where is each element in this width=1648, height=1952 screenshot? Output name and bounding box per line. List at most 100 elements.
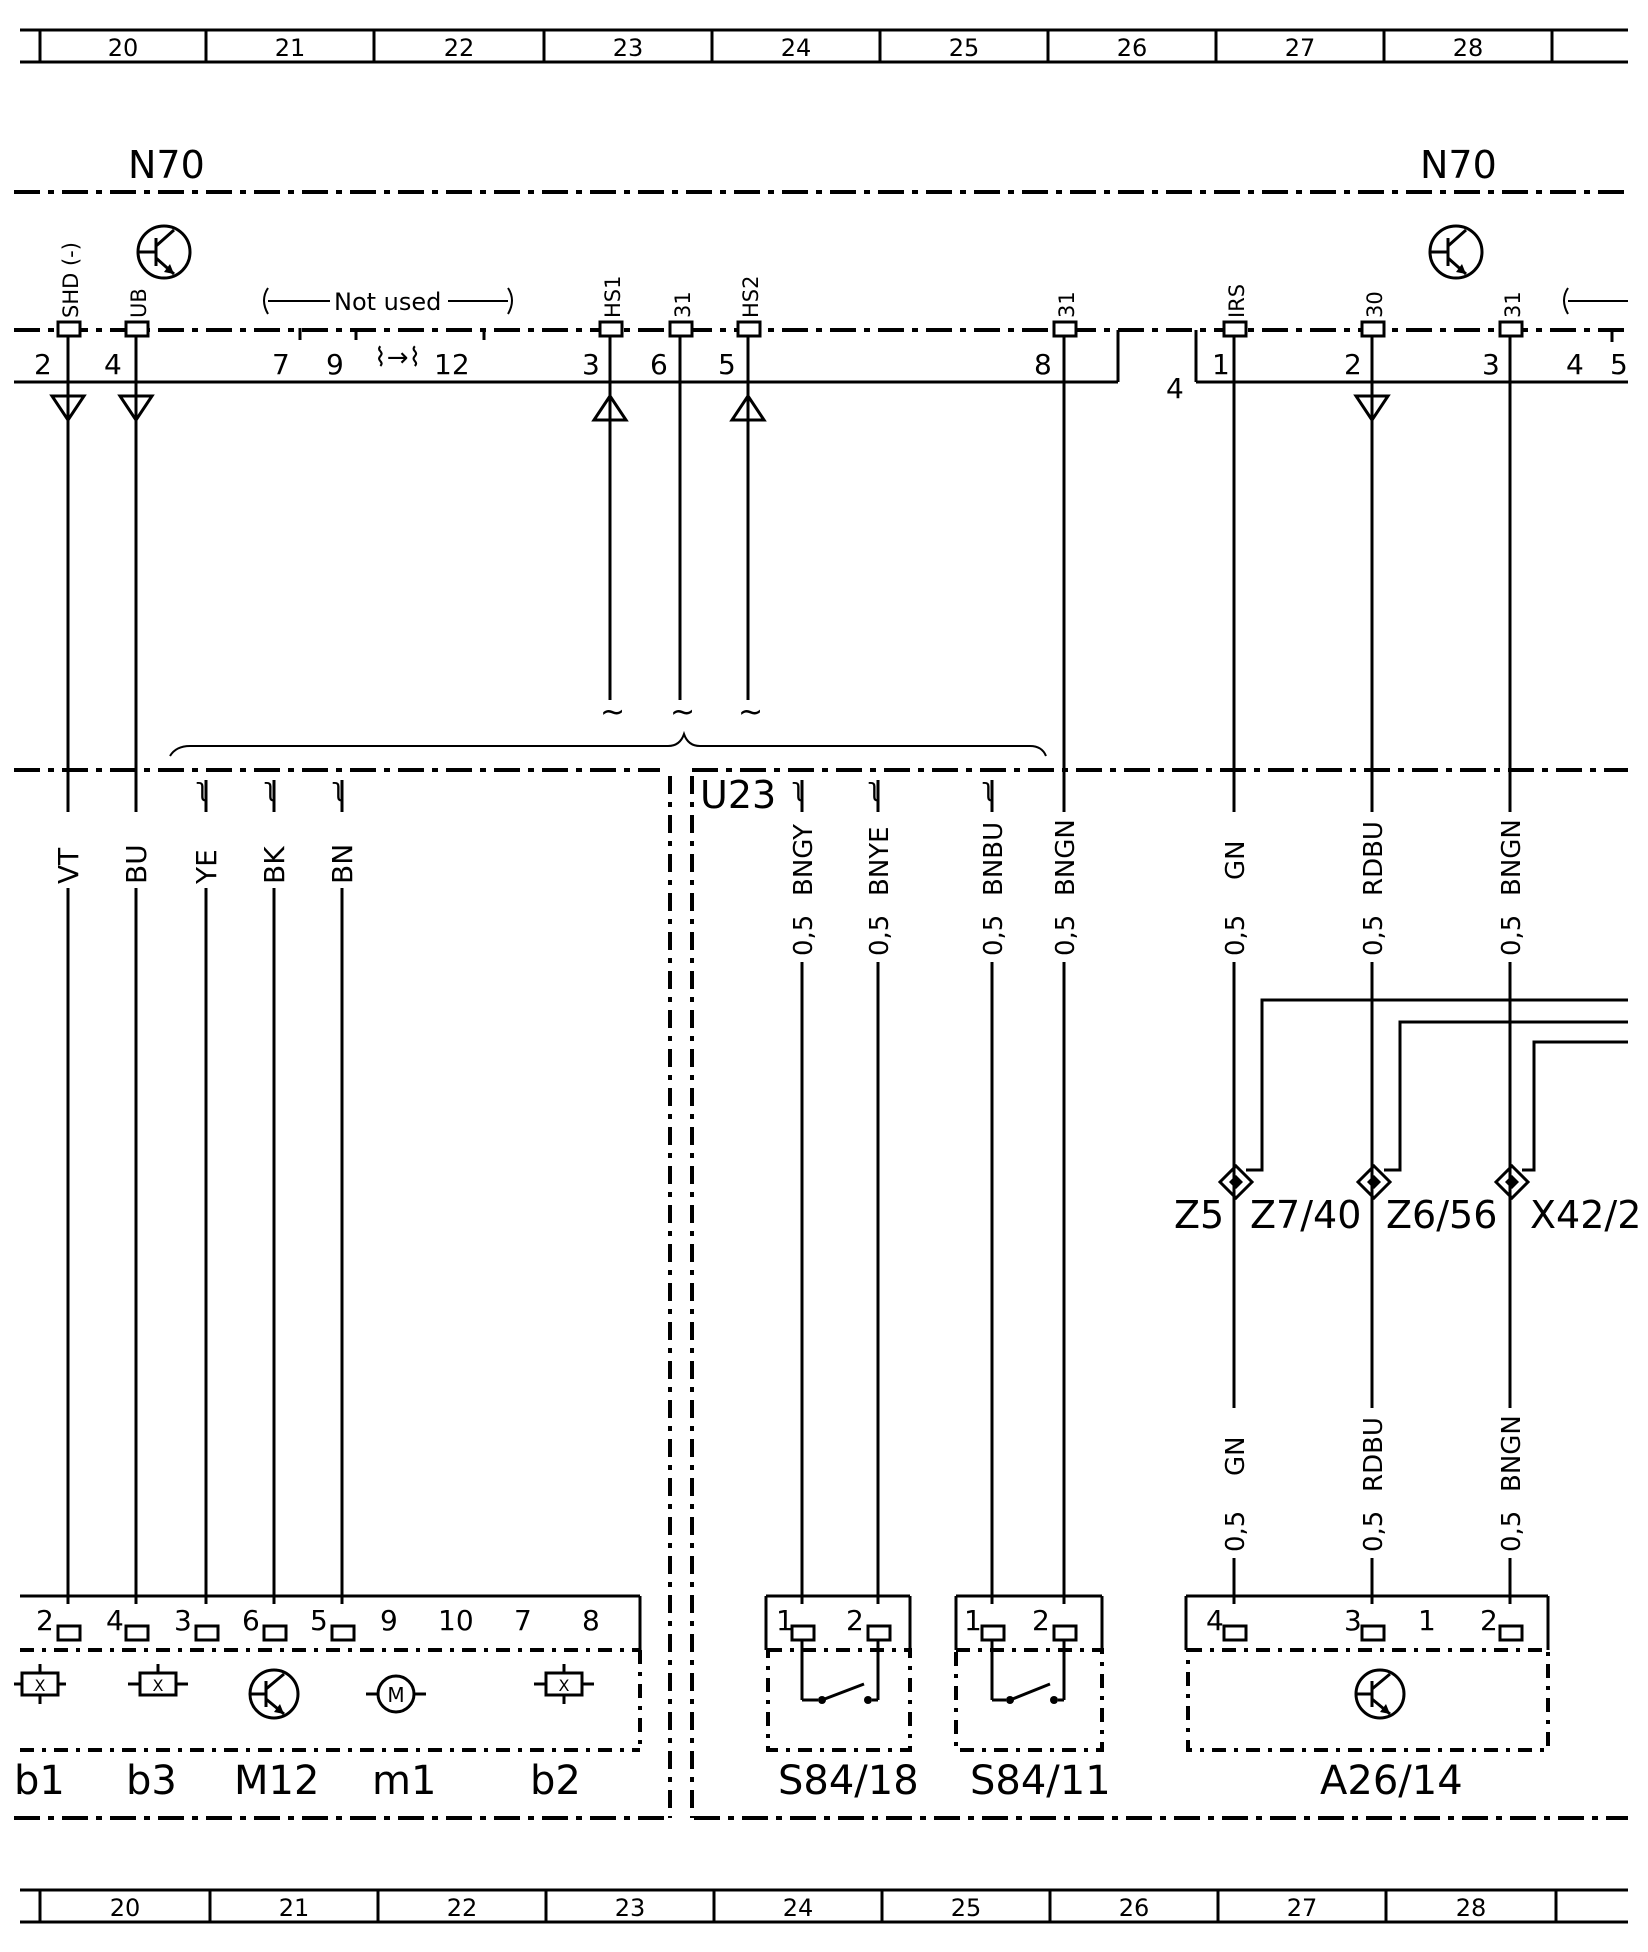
pin-terminal <box>56 320 82 338</box>
grid-col-label: 28 <box>1453 34 1484 62</box>
grid-col-label: 23 <box>613 34 644 62</box>
pin-swap-icon: ⌇→⌇ <box>374 343 421 373</box>
not-used-bracket: Not used <box>263 287 513 316</box>
component-label: A26/14 <box>1320 1758 1463 1804</box>
pin-number: 4 <box>1566 348 1584 381</box>
pin-number: 1 <box>776 1604 794 1637</box>
pin-number: 2 <box>1480 1604 1498 1637</box>
wire-code: GN <box>1221 840 1251 880</box>
motor-icon: M <box>366 1674 426 1714</box>
pin-number: 5 <box>310 1604 328 1637</box>
grid-col-label: 20 <box>108 34 139 62</box>
pin-number: 7 <box>272 348 290 381</box>
svg-text:X: X <box>35 1676 46 1695</box>
wire-break-icon: ~ <box>600 695 625 730</box>
component-label: M12 <box>234 1758 319 1804</box>
wires: ~ ~ ~ ʅ ʅ ʅ ʅ ʅ ʅ <box>49 336 1512 1604</box>
grid-col-label: 23 <box>615 1894 646 1922</box>
transistor-icon <box>1428 224 1484 280</box>
component-label-n70-right: N70 <box>1420 143 1497 187</box>
wire-code: BNGY <box>789 824 819 896</box>
pin-name: IRS <box>1225 284 1249 318</box>
pin-number: 12 <box>434 348 470 381</box>
pin-name: UB <box>127 288 151 318</box>
wire-code: BNYE <box>865 826 895 896</box>
splice-label: Z6/56 <box>1386 1193 1497 1237</box>
wire-code: BU <box>120 844 153 884</box>
grid-strip-bottom: 20 21 22 23 24 25 26 27 28 <box>20 1888 1628 1924</box>
harness-label-u23: U23 <box>700 773 776 817</box>
transistor-icon <box>1354 1668 1406 1720</box>
wire-gauge: 0,5 <box>1221 1511 1251 1552</box>
transistor-icon <box>136 224 192 280</box>
grid-col-label: 24 <box>781 34 812 62</box>
connector-number: 4 <box>1166 372 1184 405</box>
pin-name: SHD (-) <box>59 242 83 318</box>
wire-break-icon: ~ <box>670 695 695 730</box>
grid-col-label: 25 <box>951 1894 982 1922</box>
grid-col-label: 21 <box>279 1894 310 1922</box>
pin-terminal <box>736 320 762 338</box>
pin-number: 8 <box>1034 348 1052 381</box>
pin-name: HS2 <box>739 276 763 318</box>
wire-gauge: 0,5 <box>1359 1511 1389 1552</box>
wire-code: BNGN <box>1497 1415 1527 1492</box>
pin-name: HS1 <box>601 276 625 318</box>
svg-text:M: M <box>387 1683 404 1707</box>
wire-code: RDBU <box>1359 821 1389 896</box>
wire-break-icon: ʅ <box>868 773 880 803</box>
wire-code: YE <box>190 849 223 885</box>
pin-number: 5 <box>1610 348 1628 381</box>
wire-break-icon: ʅ <box>982 773 994 803</box>
component-label: m1 <box>372 1758 436 1804</box>
pin-number: 1 <box>1418 1604 1436 1637</box>
pin-number: 9 <box>380 1604 398 1637</box>
grid-col-label: 27 <box>1287 1894 1318 1922</box>
grid-col-label: 20 <box>110 1894 141 1922</box>
splice-label: X42/2 <box>1530 1193 1641 1237</box>
not-used-label: Not used <box>334 288 441 316</box>
pin-number: 3 <box>1344 1604 1362 1637</box>
pin-number: 4 <box>1206 1604 1224 1637</box>
wire-gauge: 0,5 <box>1497 1511 1527 1552</box>
pin-number: 10 <box>438 1604 474 1637</box>
bottom-left-connector: 2 4 3 6 5 9 10 7 8 X X X <box>14 1594 642 1804</box>
component-label: S84/18 <box>778 1758 919 1804</box>
pin-number: 1 <box>1212 348 1230 381</box>
wire-code: BNGN <box>1051 819 1081 896</box>
wire-break-icon: ~ <box>738 695 763 730</box>
splice-group: Z5 Z7/40 Z6/56 X42/2 <box>1174 998 1641 1237</box>
switch-s84-11: 1 2 S84/11 <box>954 1594 1111 1804</box>
pin-name: 31 <box>671 291 695 318</box>
grid-col-label: 24 <box>783 1894 814 1922</box>
module-a26-14: 4 3 1 2 A26/14 <box>1184 1594 1550 1804</box>
grid-col-label: 26 <box>1119 1894 1150 1922</box>
pin-terminal <box>598 320 624 338</box>
wire-code: VT <box>52 847 85 884</box>
wire-code: GN <box>1221 1436 1251 1476</box>
wire-code: BNGN <box>1497 819 1527 896</box>
pin-number: 2 <box>846 1604 864 1637</box>
component-label: S84/11 <box>970 1758 1111 1804</box>
pin-terminal <box>1498 320 1524 338</box>
pin-name: 31 <box>1055 291 1079 318</box>
splice-label: Z5 <box>1174 1193 1224 1237</box>
pin-number: 6 <box>650 348 668 381</box>
pin-number: 4 <box>104 348 122 381</box>
pin-number: 3 <box>174 1604 192 1637</box>
grid-col-label: 26 <box>1117 34 1148 62</box>
heater-element-icon: X <box>128 1664 188 1697</box>
wire-gauge: 0,5 <box>1051 915 1081 956</box>
wire-gauge: 0,5 <box>1221 915 1251 956</box>
pin-number: 3 <box>582 348 600 381</box>
splice-icon <box>1355 1163 1393 1201</box>
pin-terminal <box>124 320 150 338</box>
pin-number: 2 <box>1344 348 1362 381</box>
component-label: b3 <box>126 1758 177 1804</box>
grid-strip-top: 20 21 22 23 24 25 26 27 28 <box>20 28 1628 64</box>
wire-gauge: 0,5 <box>789 915 819 956</box>
pin-number: 5 <box>718 348 736 381</box>
svg-text:X: X <box>153 1676 164 1695</box>
wire-code: BNBU <box>979 822 1009 896</box>
